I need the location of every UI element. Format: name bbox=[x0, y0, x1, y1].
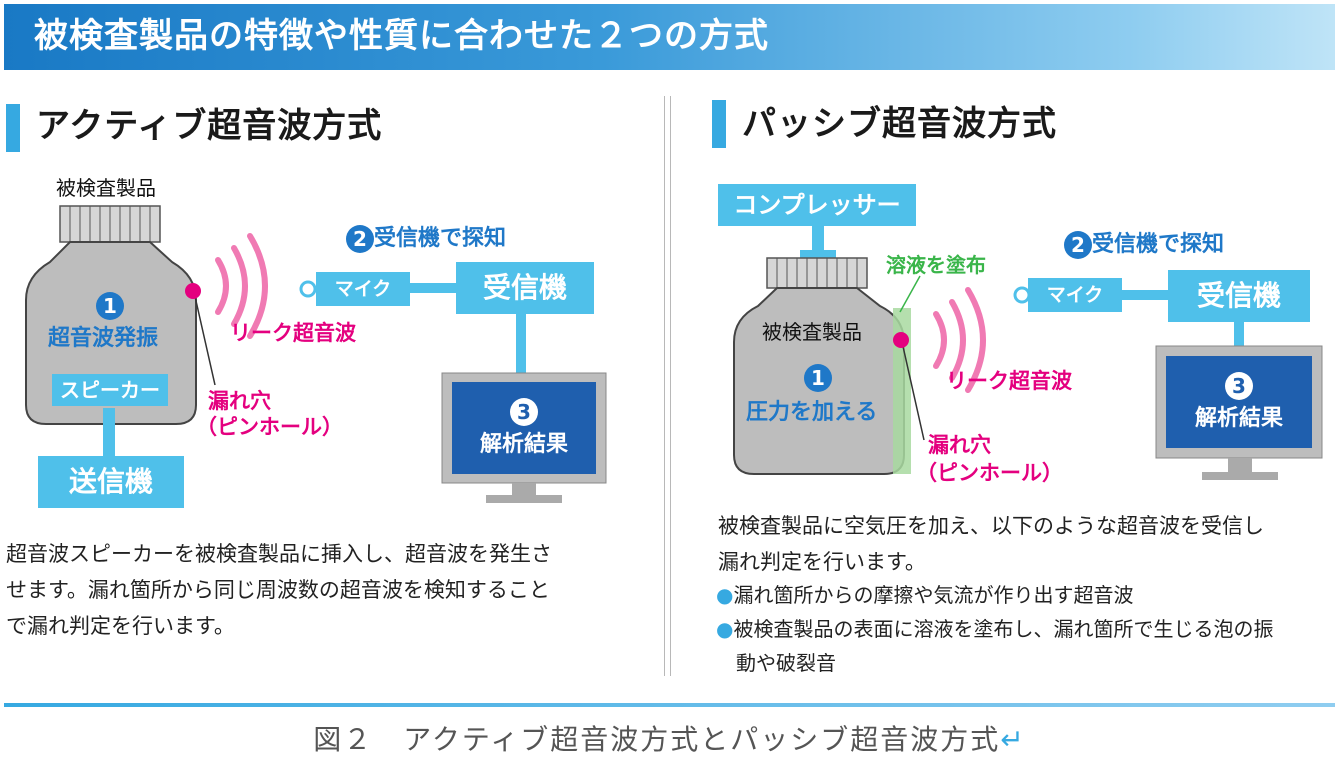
active-product-label: 被検査製品 bbox=[56, 176, 156, 200]
passive-step1-label: 圧力を加える bbox=[746, 400, 878, 425]
active-mic-cable bbox=[410, 283, 456, 293]
active-description-line: 超音波スピーカーを被検査製品に挿入し、超音波を発生さ bbox=[6, 542, 552, 566]
passive-mic-icon bbox=[1013, 286, 1031, 304]
active-description: 超音波スピーカーを被検査製品に挿入し、超音波を発生さ せます。漏れ箇所から同じ周… bbox=[6, 536, 646, 644]
active-hole-sub-label: （ピンホール） bbox=[196, 415, 343, 439]
passive-monitor-cable bbox=[1234, 320, 1244, 348]
list-item: 動や破裂音 bbox=[736, 651, 836, 675]
compressor-box: コンプレッサー bbox=[718, 184, 916, 226]
passive-description: 被検査製品に空気圧を加え、以下のような超音波を受信し 漏れ判定を行います。 bbox=[718, 508, 1338, 580]
bullet-icon: ● bbox=[716, 583, 734, 607]
active-bottle-cap bbox=[59, 205, 161, 243]
active-step1-badge: 1 bbox=[96, 292, 124, 320]
section-marker-passive bbox=[712, 100, 726, 148]
passive-hole-label: 漏れ穴 bbox=[928, 433, 991, 457]
compressor-cable bbox=[812, 224, 824, 256]
header-bar bbox=[4, 4, 1335, 70]
active-step2-badge: 2 bbox=[346, 225, 374, 253]
passive-step3-badge: 3 bbox=[1225, 372, 1253, 400]
passive-leak-hole bbox=[893, 332, 909, 348]
speaker-box: スピーカー bbox=[52, 374, 168, 406]
active-receiver-box: 受信機 bbox=[456, 262, 594, 314]
passive-description-line: 漏れ判定を行います。 bbox=[718, 550, 926, 574]
solution-pointer bbox=[899, 275, 921, 313]
solution-coating bbox=[893, 308, 911, 474]
passive-step2-label: 受信機で探知 bbox=[1092, 232, 1225, 257]
active-mic-box: マイク bbox=[316, 272, 410, 306]
page-title: 被検査製品の特徴や性質に合わせた２つの方式 bbox=[34, 16, 769, 56]
passive-hole-pointer bbox=[901, 341, 925, 441]
active-monitor bbox=[441, 372, 607, 503]
active-hole-pointer bbox=[193, 291, 216, 386]
active-description-line: せます。漏れ箇所から同じ周波数の超音波を検知すること bbox=[6, 578, 550, 602]
passive-monitor bbox=[1155, 345, 1323, 480]
active-hole-label: 漏れ穴 bbox=[208, 389, 271, 413]
figure-caption: 図２ アクティブ超音波方式とパッシブ超音波方式↵ bbox=[0, 718, 1339, 762]
active-leak-wave-label: リーク超音波 bbox=[230, 321, 356, 345]
active-step3-label: 解析結果 bbox=[479, 432, 568, 457]
caption-text: 図２ アクティブ超音波方式とパッシブ超音波方式 bbox=[313, 723, 1001, 756]
bullet-icon: ● bbox=[716, 617, 734, 641]
active-mic-icon bbox=[299, 280, 317, 298]
active-wave-icon bbox=[215, 233, 268, 339]
active-step2-label: 受信機で探知 bbox=[374, 226, 507, 251]
passive-hole-sub-label: （ピンホール） bbox=[916, 461, 1063, 485]
passive-step1-badge: 1 bbox=[804, 364, 832, 392]
active-step1-label: 超音波発振 bbox=[48, 326, 159, 351]
list-item: ●被検査製品の表面に溶液を塗布し、漏れ箇所で生じる泡の振 bbox=[716, 617, 1274, 641]
passive-step2-badge: 2 bbox=[1064, 231, 1092, 259]
passive-product-label: 被検査製品 bbox=[762, 320, 862, 344]
solution-label: 溶液を塗布 bbox=[886, 253, 986, 277]
return-mark-icon: ↵ bbox=[1000, 723, 1026, 756]
passive-leak-wave-label: リーク超音波 bbox=[946, 369, 1072, 393]
list-item: ●漏れ箇所からの摩擦や気流が作り出す超音波 bbox=[716, 583, 1134, 607]
passive-mic-box: マイク bbox=[1028, 278, 1122, 312]
passive-step3-label: 解析結果 bbox=[1194, 406, 1283, 431]
active-description-line: で漏れ判定を行います。 bbox=[6, 614, 235, 638]
passive-bottle-cap bbox=[766, 257, 868, 289]
passive-section-title: パッシブ超音波方式 bbox=[742, 104, 1057, 144]
bottom-rule bbox=[4, 703, 1335, 707]
section-marker-active bbox=[6, 104, 20, 152]
transmitter-cable bbox=[103, 408, 115, 460]
passive-receiver-box: 受信機 bbox=[1168, 270, 1310, 322]
transmitter-box: 送信機 bbox=[38, 456, 184, 508]
passive-wave-icon bbox=[933, 287, 986, 393]
column-divider bbox=[664, 96, 671, 676]
passive-description-line: 被検査製品に空気圧を加え、以下のような超音波を受信し bbox=[718, 514, 1264, 538]
active-monitor-cable bbox=[516, 312, 526, 374]
active-step3-badge: 3 bbox=[510, 398, 538, 426]
passive-mic-cable bbox=[1120, 290, 1168, 300]
active-leak-hole bbox=[185, 283, 201, 299]
passive-bullet-list: ●漏れ箇所からの摩擦や気流が作り出す超音波 ●被検査製品の表面に溶液を塗布し、漏… bbox=[716, 578, 1336, 680]
active-section-title: アクティブ超音波方式 bbox=[36, 106, 383, 146]
